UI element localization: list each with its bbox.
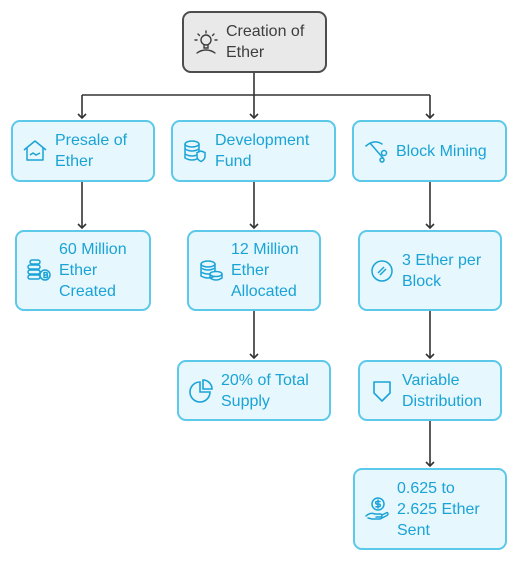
node-3-ether-per-block: 3 Ether per Block	[358, 230, 502, 311]
lightbulb-icon	[192, 28, 220, 56]
root-node-creation-of-ether: Creation of Ether	[182, 11, 327, 73]
pie-chart-icon	[187, 377, 215, 405]
coins-stack-icon	[25, 257, 53, 285]
node-label: Development Fund	[215, 132, 310, 170]
handshake-house-icon	[21, 137, 49, 165]
node-0625-to-2625-ether-sent: 0.625 to 2.625 Ether Sent	[353, 468, 507, 550]
node-label: Variable Distribution	[402, 371, 483, 410]
pickaxe-icon	[362, 137, 390, 165]
node-12-million-ether-allocated: 12 Million Ether Allocated	[187, 230, 321, 311]
node-label: 12 Million Ether Allocated	[231, 241, 299, 300]
node-label: 3 Ether per Block	[402, 251, 482, 290]
node-block-mining: Block Mining	[352, 120, 507, 182]
database-shield-icon	[181, 137, 209, 165]
ether-coin-icon	[368, 257, 396, 285]
node-20-percent-of-total-supply: 20% of Total Supply	[177, 360, 331, 421]
node-label: 60 Million Ether Created	[59, 241, 127, 300]
node-60-million-ether-created: 60 Million Ether Created	[15, 230, 151, 311]
node-label: Block Mining	[396, 142, 487, 160]
node-presale-of-ether: Presale of Ether	[11, 120, 155, 182]
node-label: 0.625 to 2.625 Ether Sent	[397, 479, 480, 539]
node-development-fund: Development Fund	[171, 120, 336, 182]
node-label: Presale of Ether	[55, 132, 128, 170]
node-label: Creation of Ether	[226, 23, 305, 61]
dollar-hand-icon	[363, 495, 391, 523]
coin-stacks-icon	[197, 257, 225, 285]
node-label: 20% of Total Supply	[221, 371, 309, 410]
node-variable-distribution: Variable Distribution	[358, 360, 502, 421]
shield-icon	[368, 377, 396, 405]
